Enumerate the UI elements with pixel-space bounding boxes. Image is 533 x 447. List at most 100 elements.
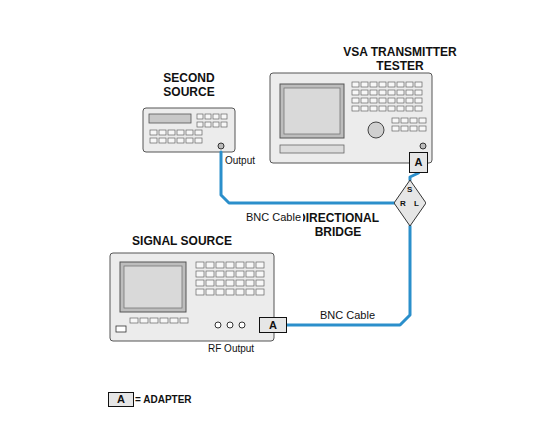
instrument-display (149, 114, 191, 123)
vsa-drawing (270, 73, 432, 163)
key (205, 114, 211, 119)
instrument-body (110, 253, 274, 341)
instrument-screen-frame (120, 262, 186, 312)
key (370, 106, 377, 111)
key (236, 280, 244, 286)
instrument-body (143, 108, 235, 152)
key (197, 122, 203, 127)
key (370, 82, 377, 87)
key (195, 138, 202, 143)
instrument-screen-frame (280, 84, 344, 138)
key (401, 126, 408, 131)
key (195, 130, 202, 135)
key (170, 318, 178, 323)
adapter-label: A (109, 393, 133, 406)
key (388, 106, 395, 111)
key (226, 271, 234, 277)
adapter-box: A (409, 152, 428, 173)
key (205, 122, 211, 127)
bnc-cable (410, 173, 419, 180)
key (406, 90, 413, 95)
bnc-cable (221, 152, 394, 203)
instrument: SECOND SOURCE (143, 108, 235, 152)
instrument-body (270, 73, 432, 163)
key (256, 289, 264, 295)
key (379, 82, 386, 87)
key (361, 106, 368, 111)
key (406, 98, 413, 103)
signal-source-drawing (110, 253, 274, 341)
key (370, 98, 377, 103)
key (196, 280, 204, 286)
key (246, 262, 254, 268)
key (213, 114, 219, 119)
key (388, 98, 395, 103)
key (415, 90, 422, 95)
instrument-title: VSA TRANSMITTER TESTER (325, 45, 475, 73)
key (221, 122, 227, 127)
key (352, 98, 359, 103)
key (150, 130, 157, 135)
key (246, 289, 254, 295)
key (361, 98, 368, 103)
key (130, 318, 138, 323)
key (168, 138, 175, 143)
key (236, 289, 244, 295)
instrument-keys (130, 82, 426, 323)
key (397, 106, 404, 111)
key (180, 318, 188, 323)
instrument-knob (368, 122, 384, 138)
port-letter: L (414, 199, 419, 208)
instrument: SIGNAL SOURCE (110, 253, 274, 341)
key (256, 280, 264, 286)
key (370, 90, 377, 95)
key (221, 114, 227, 119)
adapter-box: A (259, 317, 287, 333)
key (177, 130, 184, 135)
key (236, 262, 244, 268)
key (186, 138, 193, 143)
port-label: RF Output (208, 343, 254, 355)
key (236, 271, 244, 277)
key (159, 138, 166, 143)
bnc-cable (287, 226, 410, 325)
key (186, 130, 193, 135)
key (168, 130, 175, 135)
key (216, 289, 224, 295)
key (401, 118, 408, 123)
key (419, 126, 426, 131)
key (196, 289, 204, 295)
key (206, 289, 214, 295)
key (177, 138, 184, 143)
key (206, 271, 214, 277)
port-letter: R (400, 199, 406, 208)
cable-label: BNC Cable (244, 211, 303, 224)
key (388, 82, 395, 87)
bridge-title: DIRECTIONAL BRIDGE (292, 211, 384, 239)
key (246, 280, 254, 286)
key (226, 262, 234, 268)
second-source-drawing (143, 108, 235, 152)
key (196, 271, 204, 277)
key (406, 106, 413, 111)
key (419, 118, 426, 123)
adapter-label: A (410, 156, 427, 169)
key (406, 82, 413, 87)
key (397, 82, 404, 87)
panel-connector (227, 322, 233, 328)
key (213, 122, 219, 127)
instrument-screen (284, 88, 340, 134)
key (226, 280, 234, 286)
key (388, 90, 395, 95)
key (352, 90, 359, 95)
instrument-softkeys (280, 145, 344, 153)
key (197, 114, 203, 119)
key (379, 106, 386, 111)
adapter-label: A (260, 319, 286, 332)
key (160, 318, 168, 323)
key (150, 138, 157, 143)
cable-label: BNC Cable (318, 309, 377, 322)
key (140, 318, 148, 323)
key (379, 98, 386, 103)
